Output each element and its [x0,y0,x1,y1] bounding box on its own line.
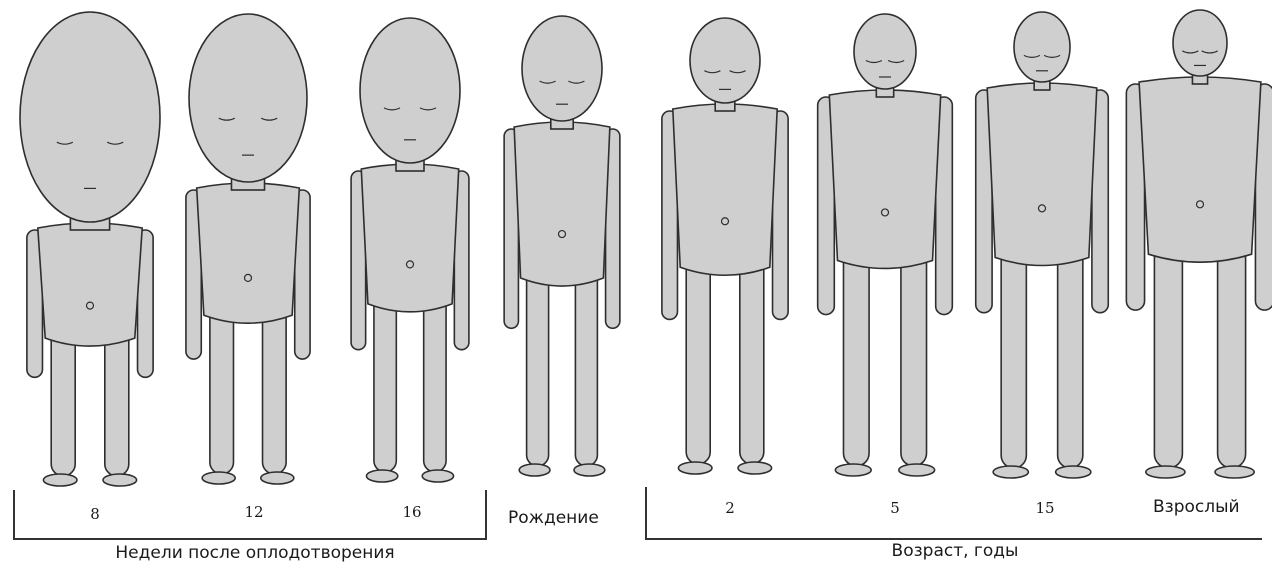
left-foot [1146,466,1185,478]
right-foot [1215,466,1254,478]
label-birth: Рождение [508,508,599,528]
figure-w16 [351,18,469,482]
figure-y15 [976,12,1109,478]
right-leg [263,305,287,474]
left-leg [686,257,710,464]
right-foot [422,470,453,482]
left-foot [993,466,1028,478]
left-leg [374,294,396,472]
head [854,14,916,89]
right-foot [261,472,294,484]
left-leg [210,305,234,474]
weeks-caption: Недели после оплодотворения [115,543,394,563]
left-leg [527,268,549,466]
torso [514,122,610,286]
right-foot [738,462,772,474]
left-foot [519,464,550,476]
right-leg [1058,248,1083,469]
figure-birth [504,16,620,476]
years-caption: Возраст, годы [892,541,1019,561]
torso [38,223,142,346]
head [189,14,307,182]
right-leg [105,328,129,476]
figure-adult [1126,10,1272,478]
head [1014,12,1070,82]
right-leg [740,257,764,464]
right-leg [575,268,597,466]
torso [829,90,940,268]
left-leg [843,250,869,466]
right-leg [901,250,927,466]
figure-w8 [20,12,160,486]
left-foot [202,472,235,484]
right-foot [103,474,137,486]
left-foot [678,462,712,474]
torso [197,183,300,323]
left-leg [51,328,75,476]
figure-w12 [186,14,310,484]
head [522,16,602,121]
right-leg [424,294,446,472]
right-foot [1056,466,1091,478]
left-foot [835,464,871,476]
torso [361,164,458,312]
left-foot [43,474,77,486]
torso [673,104,777,275]
head [1173,10,1227,76]
left-foot [366,470,397,482]
head [690,18,760,103]
left-leg [1001,248,1026,469]
torso [987,83,1097,266]
right-foot [574,464,605,476]
figure-y2 [662,18,788,474]
weeks-bracket [13,490,487,540]
head [360,18,460,163]
right-foot [899,464,935,476]
head [20,12,160,222]
right-leg [1218,244,1246,468]
left-leg [1154,244,1182,468]
figure-y5 [818,14,953,476]
torso [1139,77,1261,262]
years-bracket [645,487,1262,540]
